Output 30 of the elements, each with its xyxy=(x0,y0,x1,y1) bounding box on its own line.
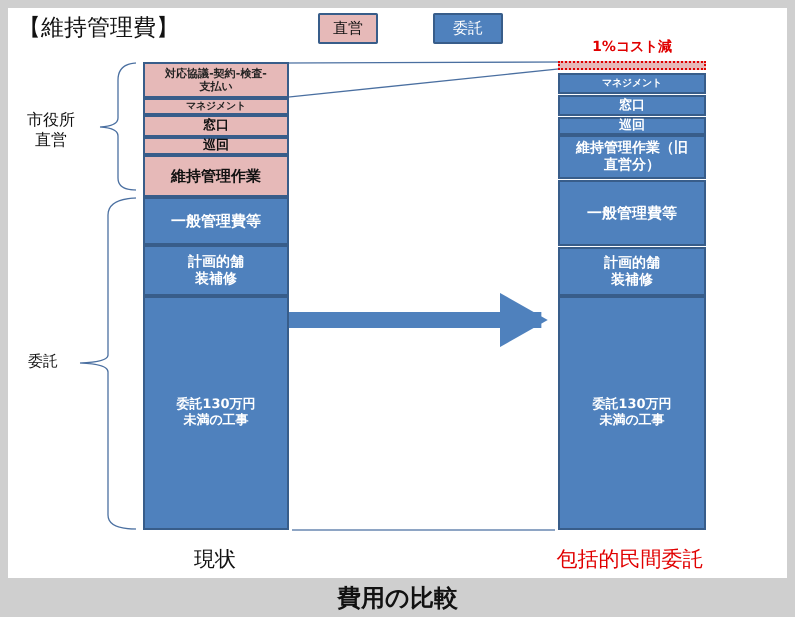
column-caption: 包括的民間委託 xyxy=(556,546,704,573)
bar-column xyxy=(143,62,289,530)
cost-segment: 巡回 xyxy=(143,137,289,155)
cost-segment: 窓口 xyxy=(558,95,706,116)
bracket-label: 委託 xyxy=(28,352,58,371)
bar-column xyxy=(558,62,706,530)
cost-segment: 計画的舗装補修 xyxy=(143,245,289,296)
cost-segment: 窓口 xyxy=(143,115,289,137)
column-caption: 現状 xyxy=(193,546,237,573)
legend-label: 直営 xyxy=(333,19,363,38)
block-arrow xyxy=(289,292,548,348)
bracket-label: 市役所直営 xyxy=(26,110,76,150)
column-caption: 1%コスト減 xyxy=(591,38,673,56)
cost-segment: マネジメント xyxy=(558,73,706,94)
cost-segment: 巡回 xyxy=(558,117,706,135)
legend-label: 委託 xyxy=(453,19,483,38)
caption: 費用の比較 xyxy=(336,583,459,614)
cost-segment: 委託130万円未満の工事 xyxy=(558,296,706,530)
cost-segment: 一般管理費等 xyxy=(143,197,289,245)
connector-line xyxy=(288,68,558,98)
title: 【維持管理費】 xyxy=(18,14,179,43)
cost-segment: 維持管理作業（旧直営分） xyxy=(558,135,706,179)
cost-segment: マネジメント xyxy=(143,98,289,115)
connector-line xyxy=(289,61,558,64)
cost-segment: 一般管理費等 xyxy=(558,180,706,246)
reduction-strip xyxy=(558,61,706,70)
cost-segment: 維持管理作業 xyxy=(143,155,289,197)
cost-segment: 対応協議-契約-検査-支払い xyxy=(143,62,289,98)
cost-segment: 委託130万円未満の工事 xyxy=(143,296,289,530)
cost-segment: 計画的舗装補修 xyxy=(558,247,706,296)
